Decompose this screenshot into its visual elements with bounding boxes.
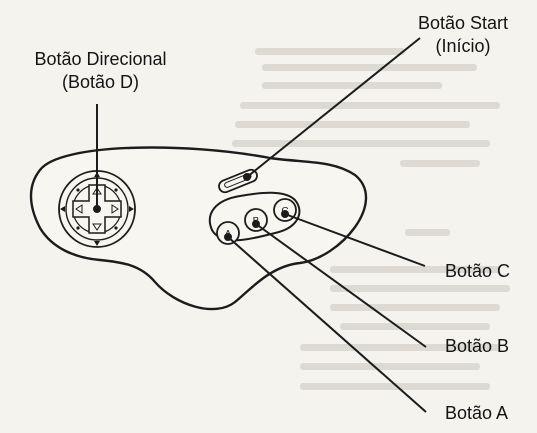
leader-line-button-b	[255, 223, 427, 348]
label-dpad: Botão Direcional (Botão D)	[18, 48, 183, 94]
label-start-line1: Botão Start	[417, 13, 509, 33]
label-button-a: Botão A	[445, 403, 509, 423]
leader-dot-d-pad	[93, 205, 101, 213]
leader-dot-start	[243, 173, 251, 181]
controller-body	[29, 146, 368, 311]
label-button-b: Botão B	[445, 336, 510, 356]
leader-line-start	[246, 37, 421, 178]
label-dpad-line2: (Botão D)	[61, 72, 140, 92]
leader-dot-button-b	[252, 220, 260, 228]
leader-line-button-c	[284, 213, 426, 267]
leader-dot-button-c	[281, 210, 289, 218]
label-start-line2: (Início)	[435, 36, 491, 56]
leader-dot-button-a	[224, 233, 232, 241]
label-start: Botão Start (Início)	[398, 12, 528, 58]
label-dpad-line1: Botão Direcional	[34, 49, 167, 69]
leader-line-button-a	[227, 236, 427, 413]
label-button-c: Botão C	[445, 261, 511, 281]
